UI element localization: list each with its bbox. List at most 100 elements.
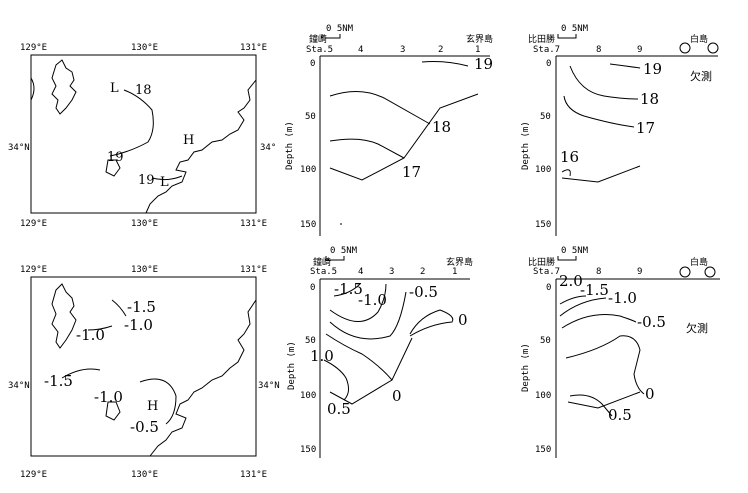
station-9: 9 <box>637 45 642 55</box>
ytick-100: 100 <box>535 391 551 401</box>
contour-18 <box>569 65 639 100</box>
label-m05: -0.5 <box>409 283 438 301</box>
place-left: 比田勝 <box>528 256 555 268</box>
lon-label-bottom-3: 131°E <box>240 470 267 480</box>
section-right-bottom: 0 5NM 比田勝 白島 Sta.7 8 9 0 50 100 150 Dept… <box>521 246 720 458</box>
station-5: Sta.5 <box>306 45 333 55</box>
ytick-150: 150 <box>300 220 316 230</box>
scale-label: 0 5NM <box>326 24 354 34</box>
ytick-100: 100 <box>300 165 316 175</box>
ylabel: Depth (m) <box>521 343 531 392</box>
lon-label-bottom-2: 130°E <box>131 219 158 229</box>
label-m15: -1.5 <box>580 281 609 299</box>
contour-18 <box>329 91 431 125</box>
contour-m05 <box>561 314 637 329</box>
ytick-50: 50 <box>305 112 316 122</box>
station-8: 8 <box>596 45 601 55</box>
ytick-0: 0 <box>546 283 551 293</box>
label-m10: -1.0 <box>358 291 387 309</box>
label-10: 1.0 <box>310 347 334 365</box>
section-right-top: 0 5NM 比田勝 白島 Sta.7 8 9 0 50 100 150 Dept… <box>521 24 719 236</box>
island-circle-1 <box>679 266 691 278</box>
contour-10 <box>323 359 350 401</box>
label-20: 2.0 <box>559 272 583 290</box>
island-circle-2 <box>707 42 719 54</box>
station-7: Sta.7 <box>533 267 560 277</box>
contour-m10 <box>559 297 607 317</box>
map-bottom: 129°E 130°E 131°E -1.5 -1.0 -1.0 -1.5 -1… <box>8 265 280 480</box>
scale-bar <box>325 256 345 261</box>
label-m15: -1.5 <box>334 280 363 298</box>
lat-label-right: 34°N <box>258 381 280 391</box>
map-top-frame <box>30 54 257 214</box>
label-m05: -0.5 <box>130 418 159 436</box>
label-m10-b: -1.0 <box>76 326 105 344</box>
label-H: H <box>183 133 194 148</box>
station-5: Sta.5 <box>310 267 337 277</box>
label-19-b: 19 <box>138 173 155 188</box>
label-H: H <box>147 399 158 414</box>
coast-kyushu-top <box>145 79 257 214</box>
station-7: Sta.7 <box>533 45 560 55</box>
label-05: 0.5 <box>327 400 351 418</box>
lon-label-top-1: 129°E <box>20 265 47 275</box>
contour-19 <box>421 61 469 67</box>
ytick-50: 50 <box>305 336 316 346</box>
contour-m15 <box>559 295 587 305</box>
ytick-0: 0 <box>310 59 315 69</box>
station-8: 8 <box>596 267 601 277</box>
section-left-top: 0 5NM 鐘崎 玄界島 Sta.5 4 3 2 1 0 50 100 150 … <box>285 24 493 236</box>
label-m05: -0.5 <box>637 313 666 331</box>
ytick-50: 50 <box>540 336 551 346</box>
scale-label: 0 5NM <box>561 24 589 34</box>
ytick-100: 100 <box>535 165 551 175</box>
label-18: 18 <box>640 90 659 108</box>
label-16: 16 <box>560 148 579 166</box>
place-right: 白島 <box>690 256 708 268</box>
station-4: 4 <box>358 267 363 277</box>
lon-label-bottom-2: 130°E <box>131 470 158 480</box>
section-left-bottom: 0 5NM 鐘崎 玄界島 Sta.5 4 3 2 1 0 50 100 150 … <box>287 246 473 458</box>
island-circle-2 <box>704 266 716 278</box>
place-right: 白島 <box>690 33 708 45</box>
label-m10-c: -1.0 <box>94 388 123 406</box>
lon-label-top-3: 131°E <box>240 43 267 53</box>
bottom-profile <box>567 391 641 409</box>
lat-label-left: 34°N <box>8 143 30 153</box>
label-m10-a: -1.0 <box>124 316 153 334</box>
place-left: 比田勝 <box>528 33 555 45</box>
label-0-right: 0 <box>458 311 468 329</box>
ylabel: Depth (m) <box>285 121 295 170</box>
contour-0 <box>565 335 645 395</box>
label-0-bottom: 0 <box>392 387 402 405</box>
lon-label-top-2: 130°E <box>131 265 158 275</box>
missing-label: 欠測 <box>686 321 708 335</box>
island-circle-1 <box>679 42 691 54</box>
contour-a <box>111 299 127 317</box>
place-right: 玄界島 <box>466 33 493 45</box>
ylabel: Depth (m) <box>287 341 297 390</box>
missing-label: 欠測 <box>690 69 712 83</box>
map-bottom-frame <box>30 276 257 457</box>
ytick-50: 50 <box>540 112 551 122</box>
station-4: 4 <box>358 45 363 55</box>
station-1: 1 <box>475 45 480 55</box>
ytick-0: 0 <box>546 59 551 69</box>
station-1: 1 <box>452 267 457 277</box>
island-small-bottom <box>105 401 121 421</box>
contour-c <box>61 368 101 379</box>
island-iki <box>51 59 77 115</box>
lon-label-top-2: 130°E <box>131 43 158 53</box>
coast-left-top <box>30 77 35 101</box>
label-17: 17 <box>402 163 421 181</box>
label-m15-a: -1.5 <box>127 298 156 316</box>
scale-bar <box>321 34 341 39</box>
contour-17 <box>563 95 635 128</box>
contour-0-left <box>325 333 393 381</box>
scale-bar <box>557 256 577 261</box>
contour-0-right <box>409 309 454 337</box>
station-2: 2 <box>438 45 443 55</box>
bottom-profile <box>329 93 479 181</box>
station-3: 3 <box>400 45 405 55</box>
